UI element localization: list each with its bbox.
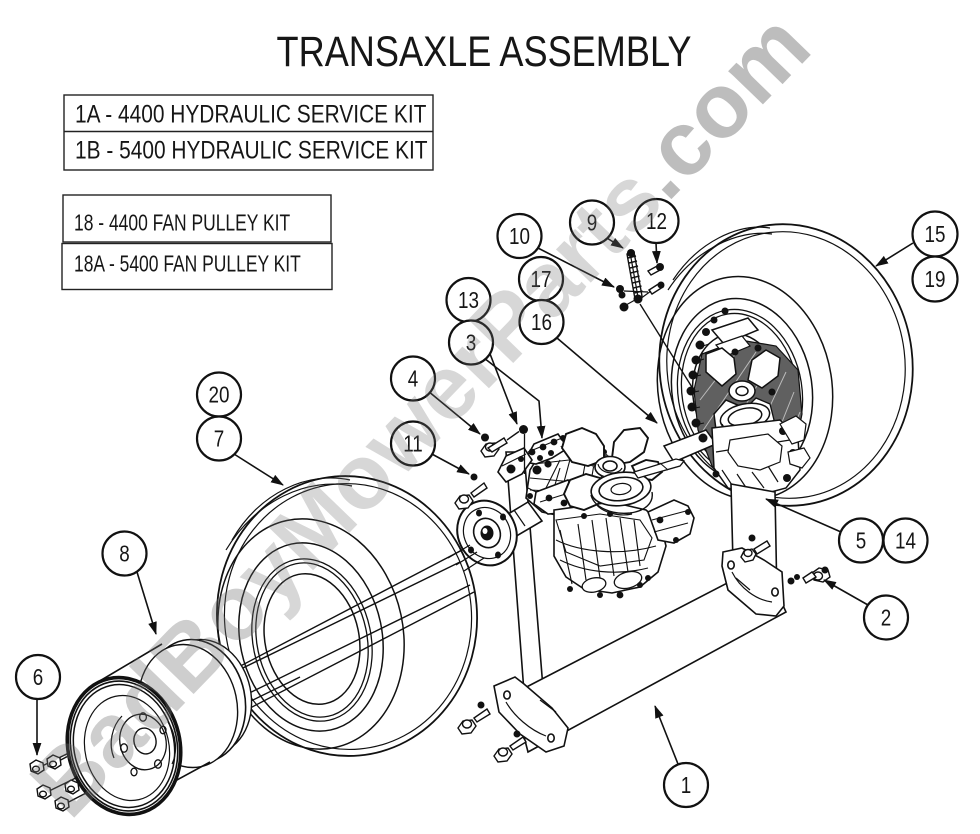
svg-text:2: 2 bbox=[881, 606, 891, 631]
svg-text:9: 9 bbox=[587, 211, 597, 236]
svg-text:12: 12 bbox=[646, 209, 667, 234]
svg-text:18A - 5400 FAN PULLEY KIT: 18A - 5400 FAN PULLEY KIT bbox=[74, 252, 301, 277]
svg-text:5: 5 bbox=[856, 529, 866, 554]
svg-text:7: 7 bbox=[214, 427, 224, 452]
svg-text:17: 17 bbox=[531, 267, 552, 292]
svg-text:16: 16 bbox=[531, 310, 552, 335]
svg-text:11: 11 bbox=[403, 432, 423, 457]
svg-text:3: 3 bbox=[466, 331, 476, 356]
svg-text:15: 15 bbox=[925, 222, 946, 247]
svg-text:19: 19 bbox=[925, 267, 946, 292]
svg-text:8: 8 bbox=[119, 542, 129, 567]
svg-text:1: 1 bbox=[681, 773, 691, 798]
svg-text:18 - 4400 FAN PULLEY KIT: 18 - 4400 FAN PULLEY KIT bbox=[74, 211, 290, 236]
svg-text:14: 14 bbox=[895, 529, 916, 554]
svg-text:13: 13 bbox=[458, 288, 479, 313]
svg-text:TRANSAXLE ASSEMBLY: TRANSAXLE ASSEMBLY bbox=[277, 28, 692, 75]
svg-text:6: 6 bbox=[33, 665, 43, 690]
svg-text:1A - 4400 HYDRAULIC SERVICE KI: 1A - 4400 HYDRAULIC SERVICE KIT bbox=[75, 100, 426, 128]
svg-text:1B - 5400 HYDRAULIC SERVICE KI: 1B - 5400 HYDRAULIC SERVICE KIT bbox=[75, 136, 428, 164]
svg-text:20: 20 bbox=[209, 383, 230, 408]
svg-text:10: 10 bbox=[509, 224, 530, 249]
svg-text:4: 4 bbox=[408, 367, 419, 392]
